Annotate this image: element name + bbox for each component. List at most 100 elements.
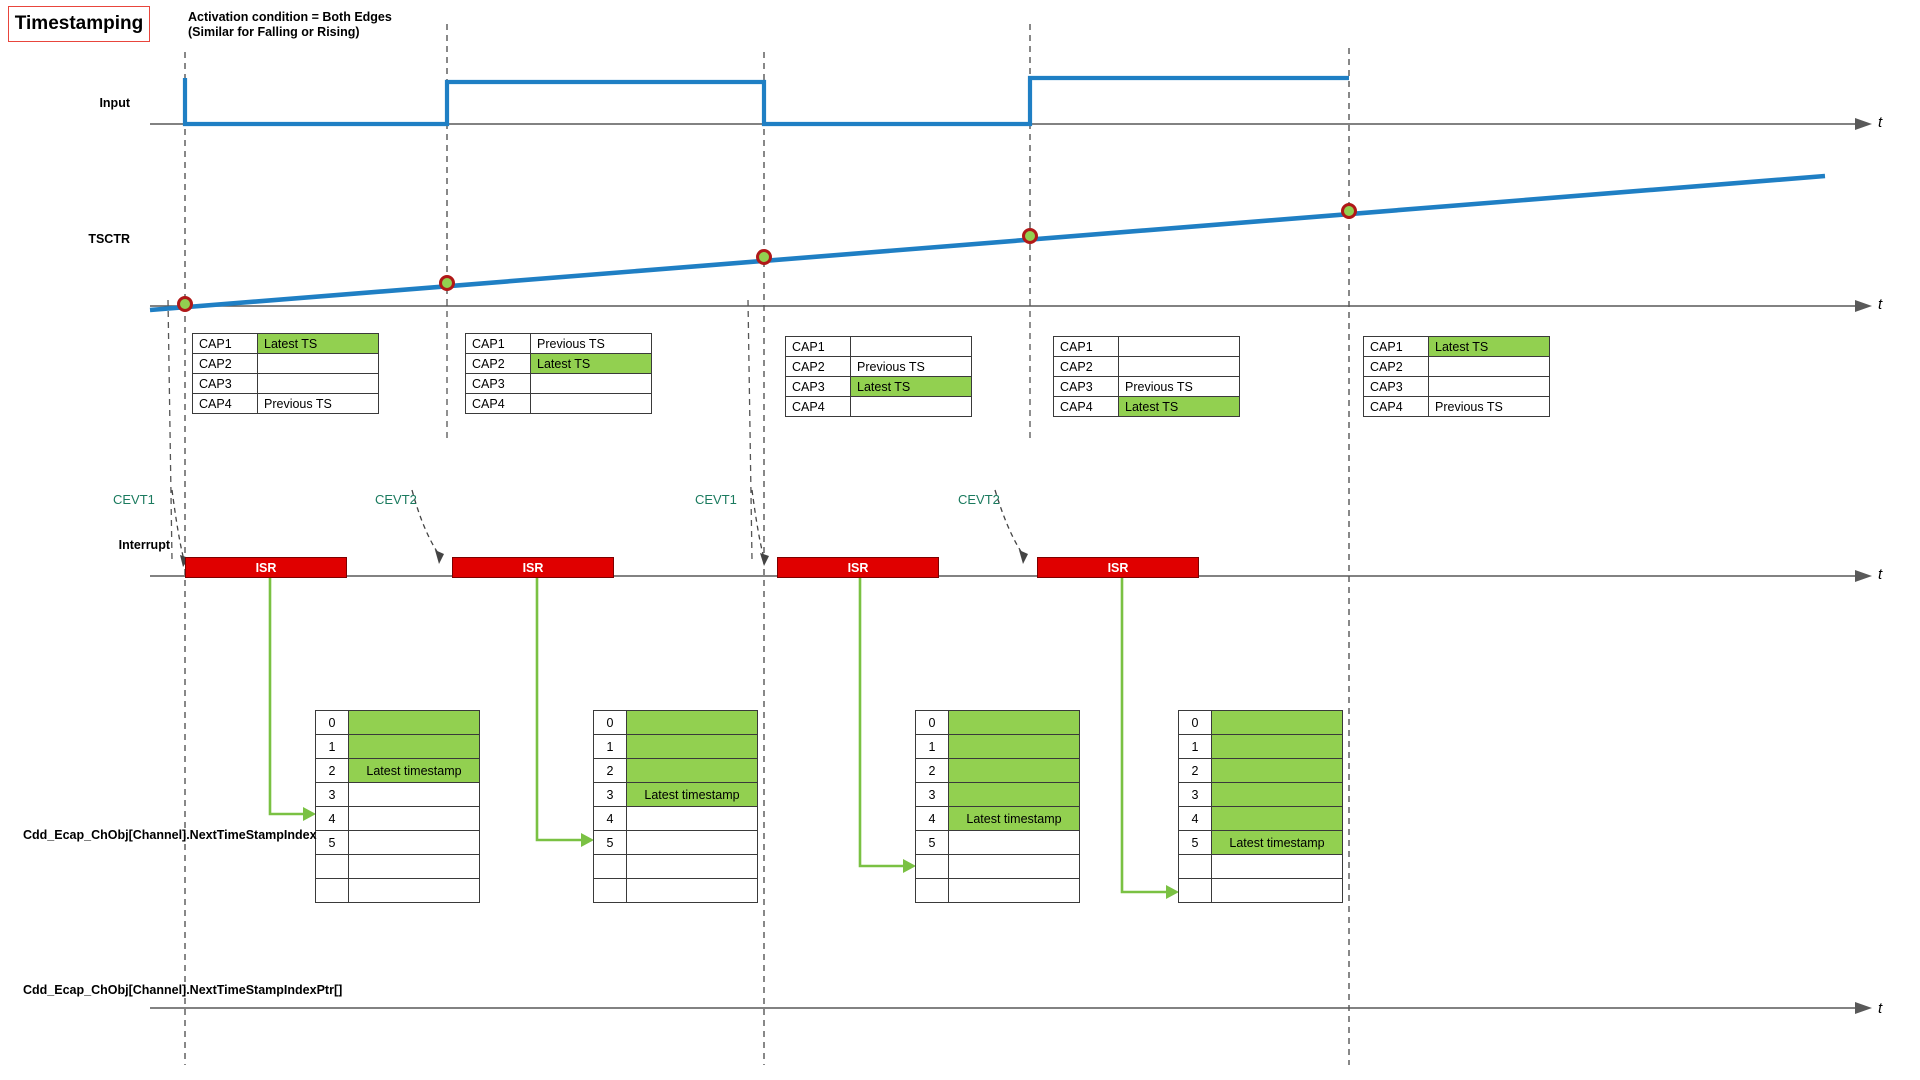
interrupt-axis-arrow [1855, 570, 1872, 582]
list-item: 5 [915, 830, 1080, 855]
index-value [948, 878, 1080, 903]
isr-bar-label: ISR [522, 560, 544, 575]
list-item: 4 [1178, 806, 1343, 831]
isr-bar-3[interactable]: ISR [777, 557, 939, 578]
interrupt-row-label: Interrupt [118, 538, 170, 552]
cap-value [257, 353, 379, 374]
list-item [593, 854, 758, 879]
index-number: 0 [315, 710, 349, 735]
index-number: 1 [315, 734, 349, 759]
index-value [626, 806, 758, 831]
list-item: 3 [315, 782, 480, 807]
index-value [948, 782, 1080, 807]
input-row-label: Input [99, 96, 130, 110]
list-item: 2 Latest timestamp [315, 758, 480, 783]
table-row: CAP2 Previous TS [785, 356, 972, 377]
tsctr-axis-arrow [1855, 300, 1872, 312]
index-value [948, 854, 1080, 879]
cap-table-1: CAP1 Latest TS CAP2 CAP3 CAP4 Previous T… [192, 333, 379, 414]
isr-bar-2[interactable]: ISR [452, 557, 614, 578]
index-number: 5 [315, 830, 349, 855]
time-axis-label-interrupt: t [1878, 566, 1883, 583]
index-number: 5 [593, 830, 627, 855]
index-number [1178, 878, 1212, 903]
list-item [315, 854, 480, 879]
cap-table-3: CAP1 CAP2 Previous TS CAP3 Latest TS CAP… [785, 336, 972, 417]
table-row: CAP3 Latest TS [785, 376, 972, 397]
activation-condition: Activation condition = Both Edges (Simil… [188, 10, 608, 40]
table-row: CAP2 Latest TS [465, 353, 652, 374]
index-number: 3 [315, 782, 349, 807]
list-item: 3 Latest timestamp [593, 782, 758, 807]
table-row: CAP4 Previous TS [1363, 396, 1550, 417]
list-item: 2 [1178, 758, 1343, 783]
table-row: CAP1 [1053, 336, 1240, 357]
cap-value: Latest TS [1118, 396, 1240, 417]
time-axis-label-tsctr: t [1878, 296, 1883, 313]
cap-table-2: CAP1 Previous TS CAP2 Latest TS CAP3 CAP… [465, 333, 652, 414]
index-value [1211, 782, 1343, 807]
index-value: Latest timestamp [948, 806, 1080, 831]
table-row: CAP3 [465, 373, 652, 394]
cap-value: Latest TS [257, 333, 379, 354]
cevt-label-1: CEVT1 [113, 492, 155, 507]
tsctr-capture-markers [177, 203, 1357, 312]
index-number: 4 [315, 806, 349, 831]
index-value [1211, 854, 1343, 879]
list-item: 3 [1178, 782, 1343, 807]
condition-line-2: (Similar for Falling or Rising) [188, 25, 360, 39]
index-value [1211, 758, 1343, 783]
index-value [626, 854, 758, 879]
table-row: CAP3 Previous TS [1053, 376, 1240, 397]
cap-key: CAP4 [785, 396, 851, 417]
cevt-label-2: CEVT2 [375, 492, 417, 507]
index-number: 1 [1178, 734, 1212, 759]
index-value [948, 734, 1080, 759]
index-number [593, 854, 627, 879]
index-value [348, 710, 480, 735]
isr-bar-4[interactable]: ISR [1037, 557, 1199, 578]
list-item: 0 [593, 710, 758, 735]
isr-bar-label: ISR [847, 560, 869, 575]
index-value: Latest timestamp [1211, 830, 1343, 855]
cap-value: Previous TS [530, 333, 652, 354]
cap-value: Latest TS [1428, 336, 1550, 357]
index-number [315, 854, 349, 879]
cap-key: CAP3 [785, 376, 851, 397]
cap-key: CAP4 [1053, 396, 1119, 417]
cap-key: CAP2 [785, 356, 851, 377]
list-item [915, 878, 1080, 903]
cap-value: Previous TS [1428, 396, 1550, 417]
index-number: 5 [1178, 830, 1212, 855]
tsctr-row-label: TSCTR [88, 232, 130, 246]
list-item: 1 [593, 734, 758, 759]
list-item [315, 878, 480, 903]
table-row: CAP1 Previous TS [465, 333, 652, 354]
index-table-2: 0 1 2 3 Latest timestamp 4 5 [593, 710, 758, 903]
index-value [1211, 806, 1343, 831]
cap-value [1118, 356, 1240, 377]
index-number: 2 [915, 758, 949, 783]
cap-key: CAP2 [465, 353, 531, 374]
cap-key: CAP1 [1053, 336, 1119, 357]
isr-bar-1[interactable]: ISR [185, 557, 347, 578]
index-value [348, 878, 480, 903]
index-value [626, 878, 758, 903]
index-value: Latest timestamp [626, 782, 758, 807]
index-number [1178, 854, 1212, 879]
index-number: 0 [915, 710, 949, 735]
cap-table-5: CAP1 Latest TS CAP2 CAP3 CAP4 Previous T… [1363, 336, 1550, 417]
index-number: 4 [1178, 806, 1212, 831]
cap-key: CAP1 [465, 333, 531, 354]
list-item [593, 878, 758, 903]
cevt-label-4: CEVT2 [958, 492, 1000, 507]
cap-key: CAP3 [1363, 376, 1429, 397]
index-number [915, 878, 949, 903]
list-item: 4 [593, 806, 758, 831]
cap-key: CAP2 [1053, 356, 1119, 377]
index-number: 0 [593, 710, 627, 735]
cap-key: CAP2 [1363, 356, 1429, 377]
index-value [1211, 710, 1343, 735]
cap-value [530, 373, 652, 394]
cap-key: CAP1 [785, 336, 851, 357]
